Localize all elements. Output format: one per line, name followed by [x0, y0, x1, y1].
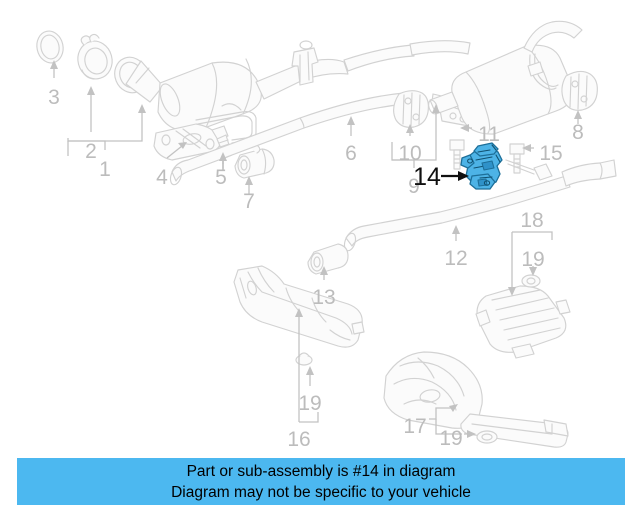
leader-14	[441, 171, 469, 181]
callout-label-2: 2	[85, 140, 97, 163]
callout-label-16: 16	[287, 428, 310, 451]
leader-5	[219, 152, 227, 170]
part-insulator-10	[393, 90, 429, 128]
leader-10	[406, 124, 414, 136]
part-clip-19-left	[295, 352, 313, 366]
part-muffler	[428, 20, 583, 135]
callout-label-12: 12	[444, 247, 467, 270]
leader-11	[460, 124, 472, 132]
leader-7	[245, 176, 253, 194]
leader-13	[320, 266, 328, 280]
part-coupling-sleeve-13	[307, 243, 349, 275]
callout-label-19-center: 19	[521, 248, 544, 271]
callout-label-4: 4	[156, 166, 168, 189]
leader-9	[391, 104, 440, 168]
part-mounting-bracket-4	[153, 123, 221, 161]
part-heat-shield-16	[233, 265, 365, 348]
leader-15	[522, 144, 534, 152]
part-clip-19-right	[476, 430, 498, 444]
leader-18	[508, 231, 553, 296]
leader-19-center	[529, 266, 537, 276]
leader-17	[429, 404, 462, 435]
part-bolt-15	[509, 143, 525, 174]
banner-line-2: Diagram may not be specific to your vehi…	[171, 483, 471, 501]
info-banner: Part or sub-assembly is #14 in diagram D…	[17, 458, 625, 505]
part-pipe-clip	[291, 40, 319, 86]
callout-label-5: 5	[215, 166, 227, 189]
leader-1	[67, 104, 146, 156]
part-heat-shield-18	[475, 285, 571, 359]
callout-label-17: 17	[403, 415, 426, 438]
leader-8	[574, 110, 582, 124]
part-heat-shield-17	[383, 351, 569, 448]
callout-label-1: 1	[99, 158, 111, 181]
callout-label-19-right: 19	[439, 427, 462, 450]
callout-label-9: 9	[408, 175, 420, 198]
callout-label-7: 7	[243, 190, 255, 213]
callout-label-15: 15	[539, 142, 562, 165]
part-bolt-under-bracket-11	[449, 139, 465, 170]
leader-19-right	[464, 430, 476, 438]
part-clip-19-center	[521, 274, 541, 288]
leader-3	[50, 60, 58, 78]
callout-label-3: 3	[48, 86, 60, 109]
leader-6	[347, 116, 355, 136]
callout-label-8: 8	[572, 121, 584, 144]
leader-12	[452, 225, 460, 241]
leader-2	[87, 86, 95, 132]
callout-label-18: 18	[520, 209, 543, 232]
callout-label-10: 10	[398, 142, 421, 165]
callout-label-11: 11	[478, 123, 500, 146]
highlight-label-14: 14	[413, 163, 441, 191]
part-tail-pipe-12	[343, 159, 617, 252]
leader-4	[166, 142, 187, 159]
callout-label-13: 13	[312, 286, 335, 309]
part-insulator-8	[561, 70, 598, 111]
callout-label-19-left: 19	[298, 392, 321, 415]
leader-16	[295, 308, 319, 423]
part-exhaust-clamp-2	[77, 33, 113, 80]
callout-label-6: 6	[345, 142, 357, 165]
highlighted-part-14	[460, 142, 503, 190]
banner-line-1: Part or sub-assembly is #14 in diagram	[186, 462, 456, 480]
leader-19-left	[306, 366, 314, 386]
part-gasket-ring-3	[36, 30, 64, 64]
